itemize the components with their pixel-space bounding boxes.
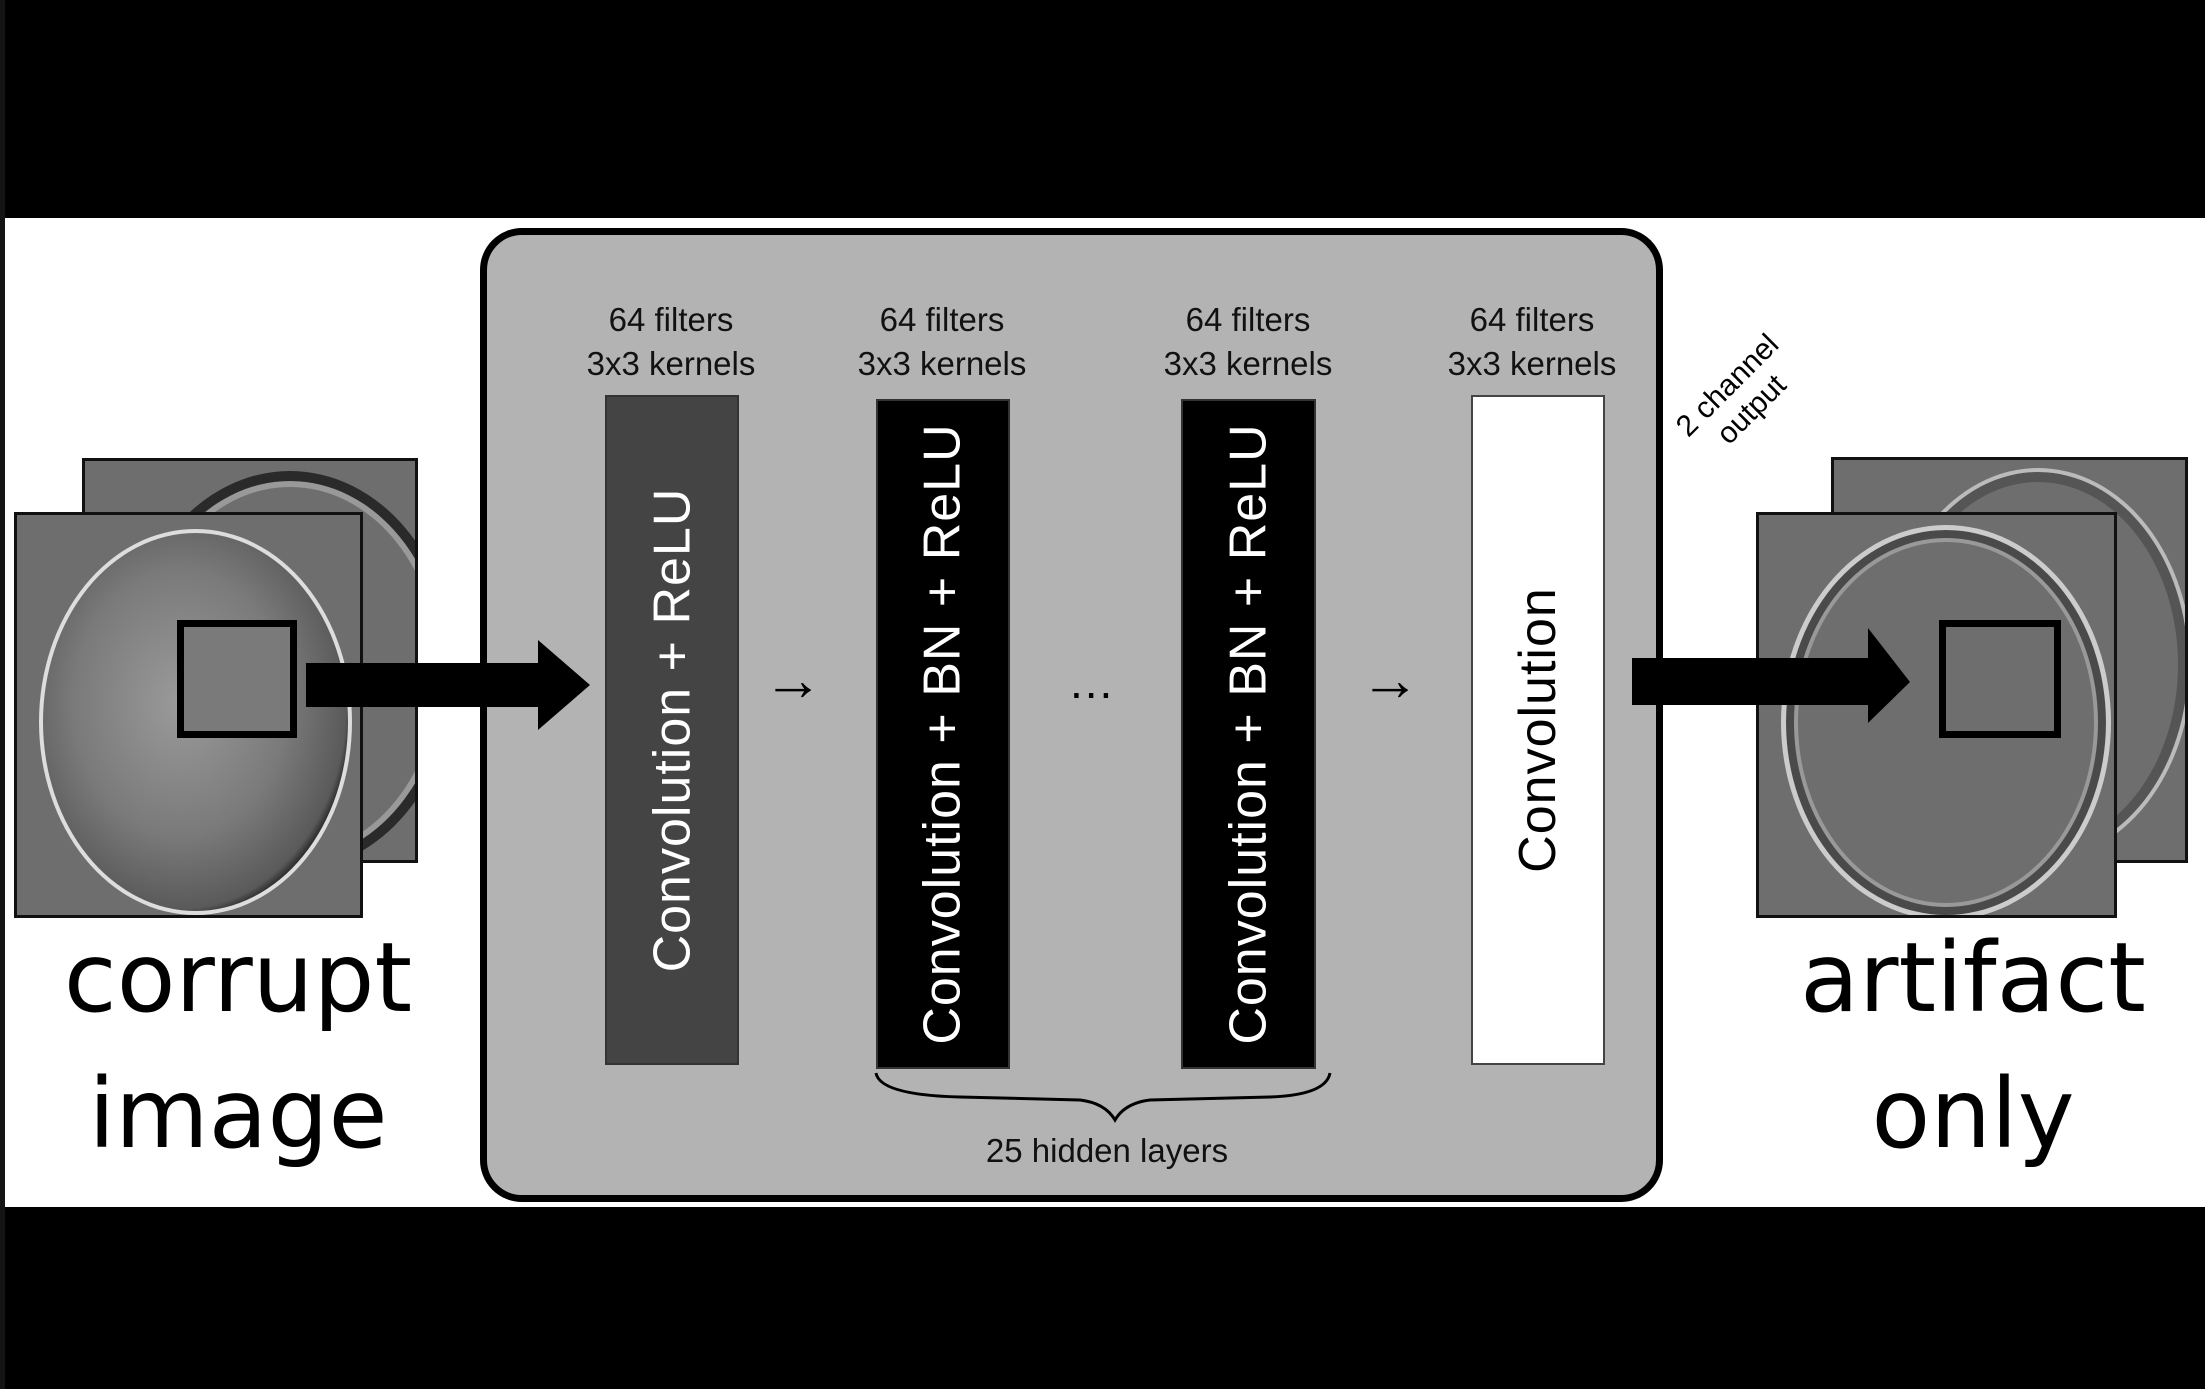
region-of-interest-box [177,620,297,738]
layer-2-filters: 64 filters [879,301,1005,338]
layer-3-kernels: 3x3 kernels [1163,345,1333,382]
layer-2-conv-bn-relu: Convolution + BN + ReLU [876,399,1010,1069]
region-of-interest-box [1939,620,2061,738]
input-arrow [306,640,590,730]
layer-3-filters: 64 filters [1185,301,1311,338]
input-label-line1: corrupt [63,922,413,1034]
input-label: corrupt image [64,910,412,1182]
layer-4-kernels: 3x3 kernels [1447,345,1617,382]
layer-1-filters: 64 filters [608,301,734,338]
layer-1-header: 64 filters 3x3 kernels [551,298,791,386]
input-label-line2: image [88,1058,388,1170]
output-image-channel-1 [1756,512,2117,918]
layer-4-filters: 64 filters [1469,301,1595,338]
arrow-right-icon: → [1360,646,1420,713]
layer-3-header: 64 filters 3x3 kernels [1128,298,1368,386]
left-edge-strip [0,0,5,1389]
layer-1-kernels: 3x3 kernels [586,345,756,382]
ellipsis: ... [1070,656,1115,708]
layer-4-conv: Convolution [1471,395,1605,1065]
hidden-layers-brace [874,1072,1332,1123]
output-label-line1: artifact [1800,922,2146,1034]
output-arrow [1632,628,1910,723]
input-image-channel-1 [14,512,363,918]
skull-outline [1781,525,2111,915]
layer-1-conv-relu: Convolution + ReLU [605,395,739,1065]
output-label-line2: only [1871,1058,2075,1170]
arrow-right-icon: → [763,646,823,713]
layer-2-header: 64 filters 3x3 kernels [822,298,1062,386]
layer-2-kernels: 3x3 kernels [857,345,1027,382]
layer-3-conv-bn-relu: Convolution + BN + ReLU [1181,399,1316,1069]
skull-outline [39,529,352,915]
layer-4-header: 64 filters 3x3 kernels [1412,298,1652,386]
output-label: artifact only [1800,910,2146,1182]
hidden-layers-label: 25 hidden layers [985,1132,1229,1169]
